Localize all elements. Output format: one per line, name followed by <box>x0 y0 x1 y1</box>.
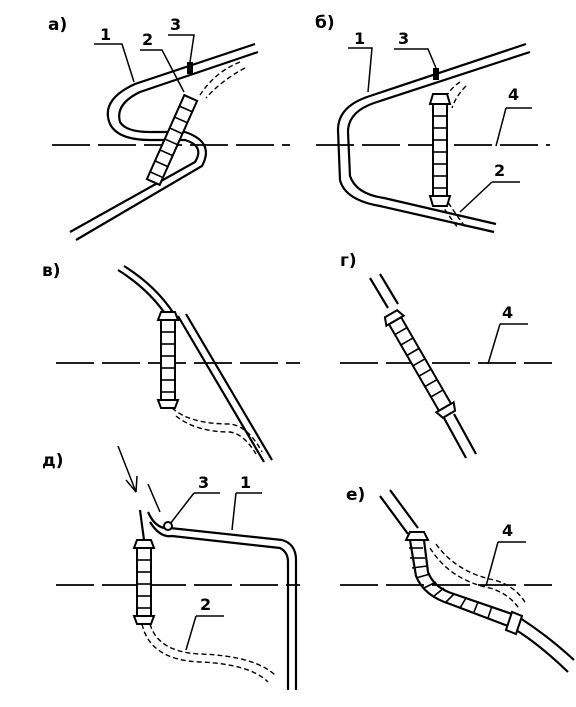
panel-d-incoming-b <box>147 483 161 513</box>
panel-v-pipe-diagonal-a <box>177 315 265 463</box>
panel-e-bend-inner <box>422 539 513 616</box>
panel-v: в) <box>42 261 300 463</box>
panel-b-joint <box>433 68 439 80</box>
panel-d-compensator <box>132 539 156 625</box>
panel-a-leader-2 <box>140 49 185 93</box>
panel-d-incoming-a <box>117 445 137 493</box>
panel-b-callout-3: 3 <box>398 29 409 48</box>
panel-g: г) 4 <box>340 251 552 459</box>
panel-e-callout-4: 4 <box>502 521 513 540</box>
panel-d-label: д) <box>42 451 64 471</box>
panel-b-callout-1: 1 <box>354 29 365 48</box>
panel-b-leader-1 <box>348 47 373 93</box>
panel-a: а) 1 2 3 <box>48 15 290 241</box>
panel-b-label: б) <box>315 13 335 33</box>
panel-a-old-pipe <box>199 61 241 96</box>
panel-e-label: е) <box>346 485 365 505</box>
panel-g-callout-4: 4 <box>502 303 513 322</box>
panel-d-arrow <box>125 475 138 493</box>
panel-b-old-pipe-top-2 <box>451 85 467 109</box>
panel-g-compensator-body <box>387 315 453 413</box>
panel-v-old-pipe-2 <box>175 415 257 455</box>
panel-b-leader-2 <box>459 181 520 213</box>
panel-a-pipe-inner <box>75 50 259 241</box>
panel-g-pipe-top-b <box>379 273 399 305</box>
panel-d-leader-1 <box>231 492 262 531</box>
panel-a-compensator <box>145 93 199 187</box>
panel-e-bend-outer <box>408 539 509 628</box>
panel-a-joint <box>187 62 193 74</box>
panel-v-label: в) <box>42 261 61 281</box>
panel-b-leader-3 <box>394 48 437 69</box>
panel-b: б) 1 3 4 2 <box>315 13 550 234</box>
panel-e-compensator <box>404 531 524 636</box>
panel-g-leader-4 <box>487 323 528 365</box>
panel-e-leader-4 <box>485 541 526 587</box>
panel-a-old-pipe-2 <box>205 67 246 99</box>
panel-d-callout-2: 2 <box>200 595 211 614</box>
panel-d-old-pipe <box>141 623 269 683</box>
panel-g-label: г) <box>340 251 357 271</box>
panel-g-pipe-bottom-a <box>443 417 467 459</box>
panel-b-pipe-outer <box>336 42 527 234</box>
panel-d-pipe-inner <box>149 521 290 690</box>
panel-a-pipe <box>69 42 256 233</box>
panel-a-callout-2: 2 <box>142 30 153 49</box>
panel-a-leader-3 <box>168 34 195 63</box>
panel-e-compensator-top <box>404 531 430 541</box>
panel-v-pipe-diagonal-b <box>185 313 273 461</box>
panel-b-callout-4: 4 <box>508 85 519 104</box>
panel-d-old-pipe-2 <box>149 623 277 677</box>
panel-d-leader-2 <box>185 615 224 651</box>
panel-a-callout-3: 3 <box>170 15 181 34</box>
panel-b-leader-4 <box>495 107 532 147</box>
panel-g-compensator <box>383 309 457 419</box>
panel-e-pipe-end-b <box>519 617 575 661</box>
panel-e: е) 4 <box>340 485 575 673</box>
panel-v-pipe-upper-a <box>117 269 169 319</box>
panel-d-pipe-down <box>138 509 146 541</box>
panel-b-old-pipe-top <box>443 81 461 103</box>
panel-b-pipe-inner <box>346 50 531 226</box>
panel-e-old-pipe <box>429 547 521 611</box>
panel-a-callout-1: 1 <box>100 25 111 44</box>
panel-v-compensator <box>156 311 180 409</box>
panel-e-pipe-end-a <box>515 629 569 673</box>
panel-v-old-pipe <box>171 407 263 453</box>
panel-g-pipe-bottom-b <box>453 413 477 455</box>
panel-a-leader-1 <box>94 43 135 83</box>
panel-b-callout-2: 2 <box>494 161 505 180</box>
panel-e-pipe-top-a <box>379 495 409 535</box>
panel-e-compensator-end <box>504 610 524 636</box>
panel-a-label: а) <box>48 15 67 35</box>
panel-e-old-pipe-2 <box>435 543 527 605</box>
panel-b-compensator <box>428 93 452 207</box>
panel-v-pipe-upper-b <box>123 265 175 315</box>
panel-d-callout-1: 1 <box>240 473 251 492</box>
panel-d-leader-3 <box>169 492 220 525</box>
panel-e-pipe-top-b <box>389 489 419 529</box>
panel-d-compensator-body <box>136 547 152 617</box>
panel-g-pipe-top-a <box>369 277 389 309</box>
panel-d-callout-3: 3 <box>198 473 209 492</box>
panel-d: д) 3 1 2 <box>42 445 300 690</box>
panel-b-compensator-body <box>432 103 448 197</box>
panel-d-pipe-outer <box>146 511 298 690</box>
